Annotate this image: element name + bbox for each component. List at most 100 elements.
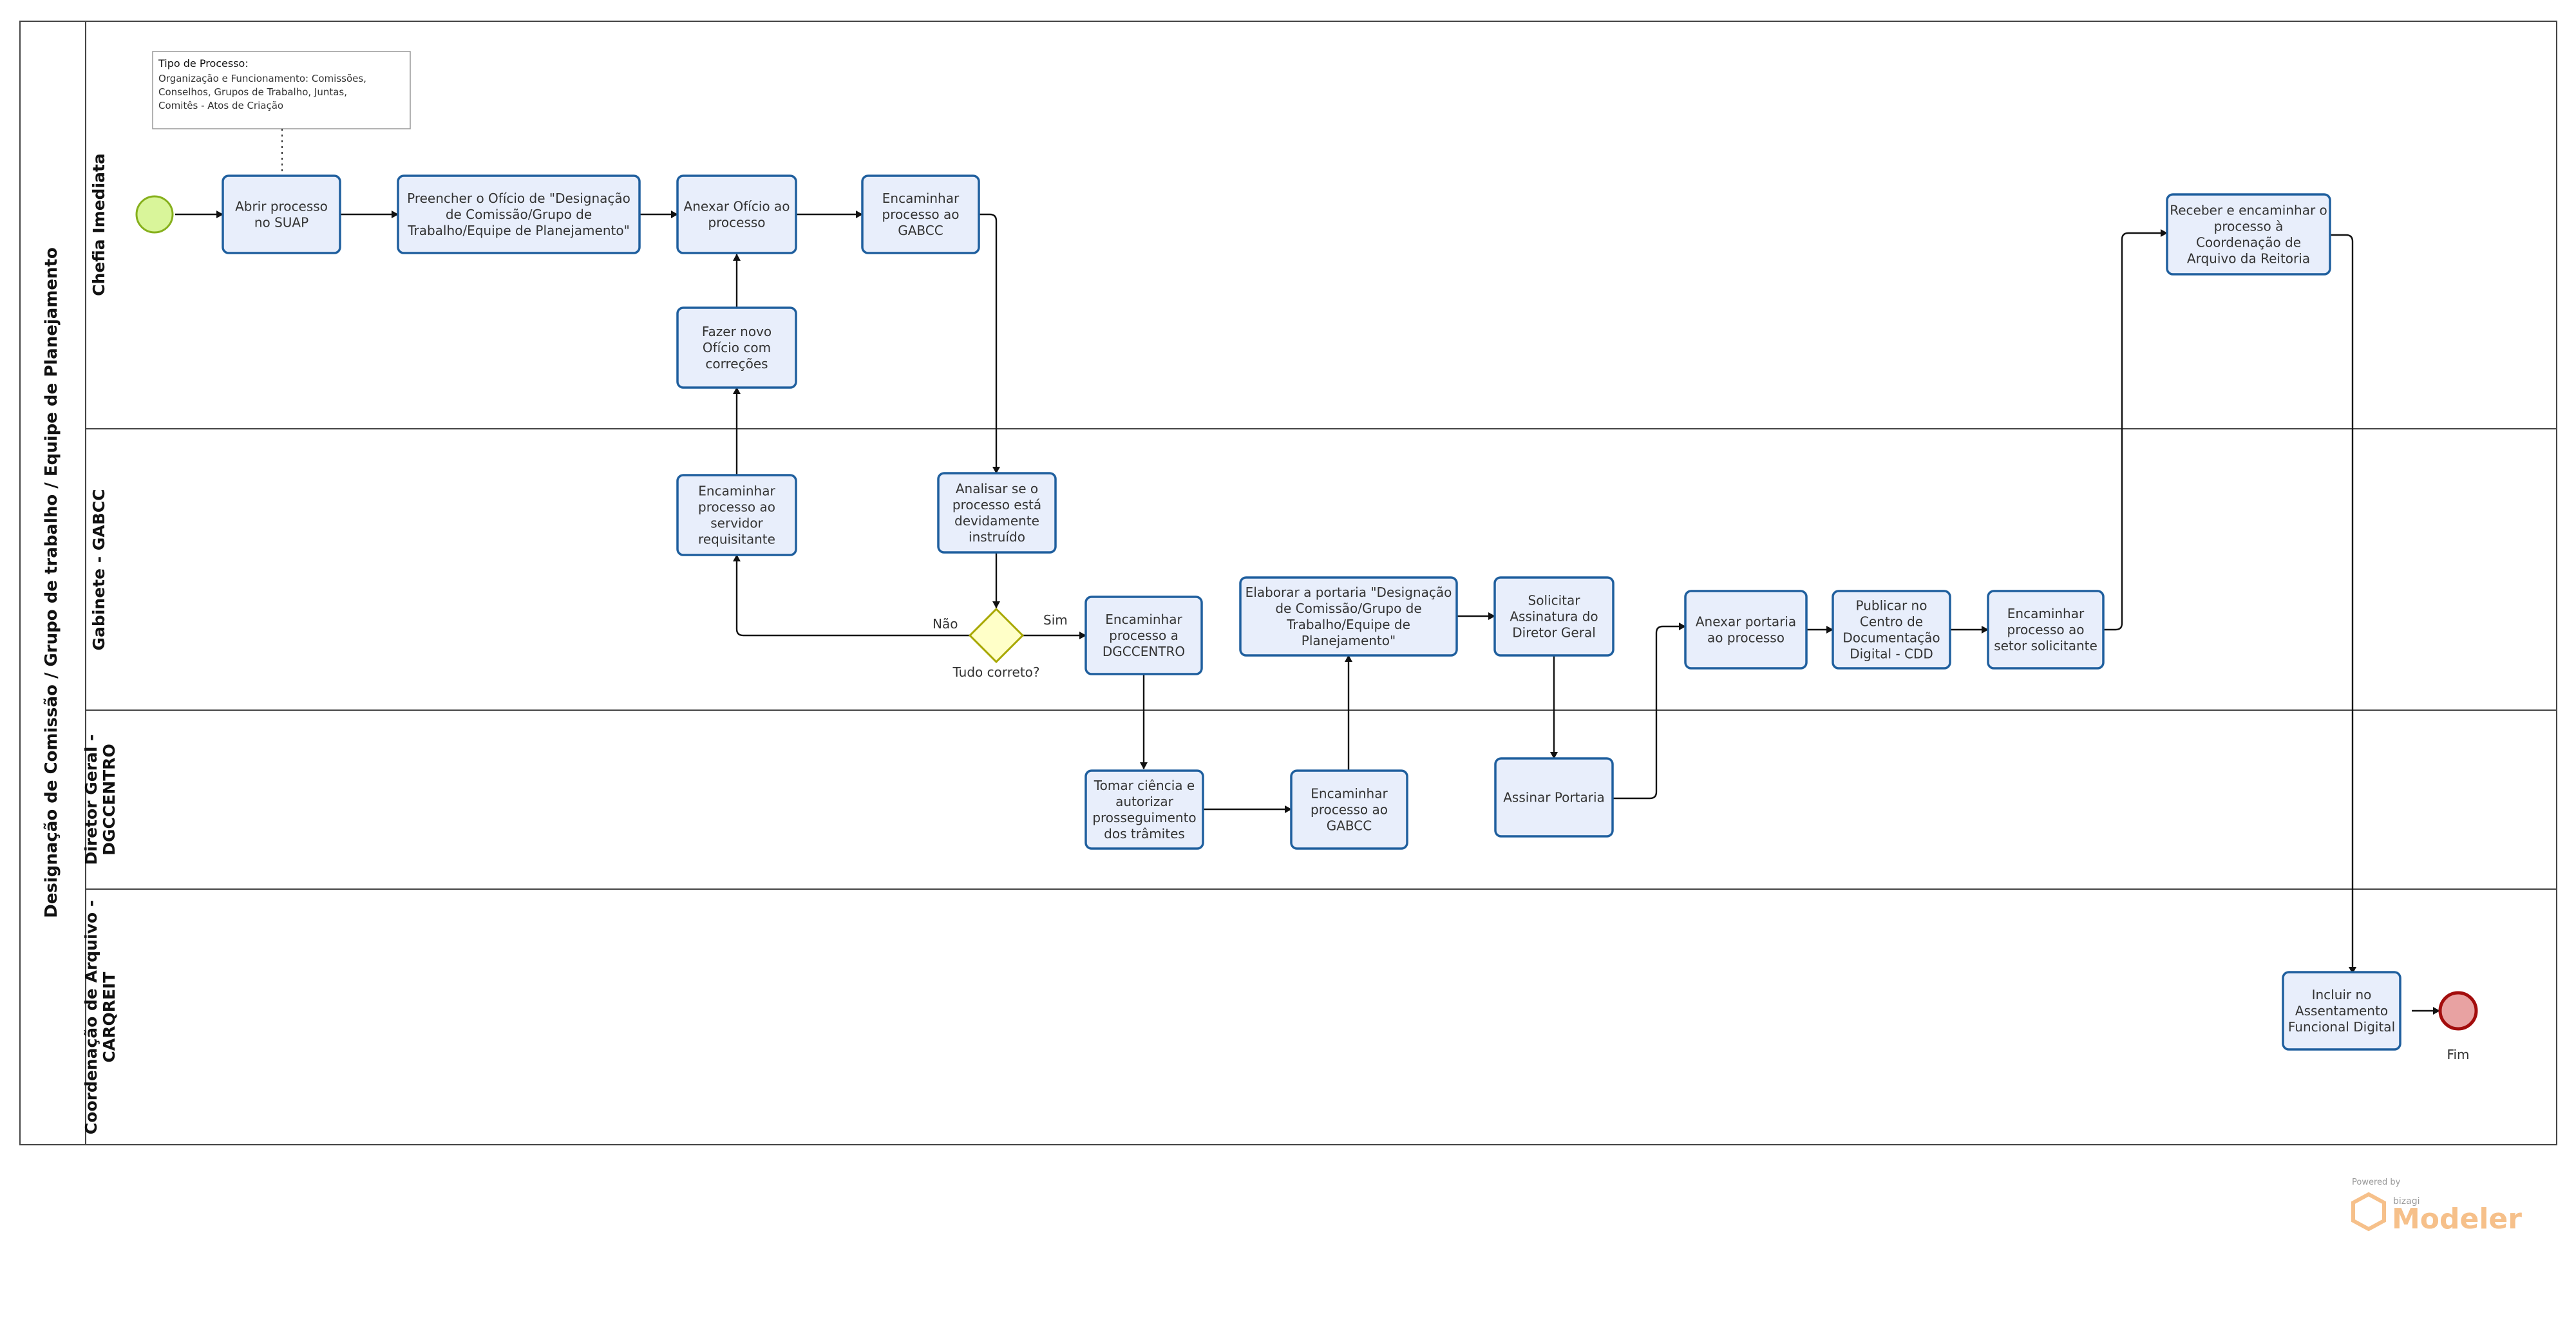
task-label: Digital - CDD: [1850, 646, 1933, 662]
gateway-label: Tudo correto?: [952, 664, 1039, 680]
task-box: [1684, 590, 1808, 670]
task-label: devidamente: [954, 513, 1039, 529]
lane-label-text: DGCCENTRO: [100, 744, 118, 856]
end-event[interactable]: Fim: [2438, 991, 2478, 1062]
lane-label-text: Coordenação de Arquivo -: [82, 900, 100, 1134]
task-label: Preencher o Ofício de "Designação: [407, 191, 630, 206]
task-box: [1084, 596, 1203, 675]
task-label: Centro de: [1860, 614, 1923, 630]
task-box: [1832, 590, 1951, 670]
task-label: correções: [705, 356, 768, 371]
task-box: [676, 174, 797, 254]
sequence-flows: [175, 211, 2440, 1015]
task-label: Abrir processo: [235, 199, 328, 214]
task-label: Documentação: [1842, 630, 1940, 646]
task-label: Fazer novo: [702, 324, 772, 339]
annotation-line: Organização e Funcionamento: Comissões,: [158, 73, 366, 84]
task-label: Publicar no: [1856, 598, 1927, 614]
lane-label-chefia: Chefia Imediata: [90, 153, 108, 296]
lane-label-text: Diretor Geral -: [82, 734, 100, 865]
annotation-line: Conselhos, Grupos de Trabalho, Juntas,: [158, 86, 347, 98]
task-label: de Comissão/Grupo de: [446, 207, 592, 222]
task-label: Trabalho/Equipe de: [1286, 617, 1410, 632]
task-label: Solicitar: [1528, 593, 1581, 608]
task-label: setor solicitante: [1994, 638, 2098, 653]
task-box: [397, 174, 641, 254]
lane-label-text: CARQREIT: [100, 972, 118, 1063]
task-t15[interactable]: Tomar ciência eautorizarprosseguimentodo…: [1084, 769, 1204, 850]
task-label: Trabalho/Equipe de Planejamento": [407, 223, 630, 238]
task-label: Planejamento": [1302, 633, 1396, 648]
flow-t14-to-t6: [2103, 229, 2168, 631]
task-label: Encaminhar: [1311, 786, 1388, 802]
bizagi-branding: Powered by bizagi Modeler: [2351, 1178, 2522, 1235]
gateway-yes-label: Sim: [1043, 612, 1068, 628]
task-label: GABCC: [1327, 818, 1372, 834]
task-label: Incluir no: [2312, 987, 2372, 1002]
task-label: GABCC: [898, 223, 943, 238]
task-label: Analisar se o: [956, 481, 1038, 496]
lane-label-gabcc: Gabinete - GABCC: [90, 489, 108, 651]
task-box: [676, 474, 797, 556]
task-label: Funcional Digital: [2288, 1019, 2395, 1035]
powered-by-text: Powered by: [2352, 1178, 2401, 1187]
start-event[interactable]: [135, 195, 174, 234]
task-label: processo ao: [2007, 622, 2085, 637]
task-label: Coordenação de: [2196, 235, 2301, 250]
flow-t4-to-t8: [979, 213, 1000, 474]
flow-gateway-no: [733, 554, 970, 637]
vendor-text: bizagi: [2393, 1196, 2420, 1207]
task-label: Encaminhar: [698, 484, 775, 499]
task-box: [2282, 971, 2401, 1051]
task-label: Tomar ciência e: [1094, 778, 1195, 793]
task-label: Assinatura do: [1510, 609, 1598, 625]
task-box: [676, 306, 797, 389]
task-label: Diretor Geral: [1512, 625, 1596, 641]
task-label: Anexar Ofício ao: [684, 199, 790, 214]
task-label: Encaminhar: [882, 191, 960, 206]
lane-label-dgc: Diretor Geral -DGCCENTRO: [82, 734, 118, 865]
task-box: [1084, 769, 1204, 850]
task-label: dos trâmites: [1104, 826, 1185, 841]
task-box: [2166, 193, 2331, 276]
task-box: [1494, 757, 1614, 838]
task-label: processo: [708, 215, 765, 230]
task-label: DGCCENTRO: [1103, 644, 1185, 659]
task-label: processo à: [2214, 219, 2284, 234]
task-label: no SUAP: [254, 215, 308, 230]
task-label: requisitante: [698, 532, 775, 547]
end-event-label: Fim: [2447, 1047, 2469, 1062]
pool-title: Designação de Comissão / Grupo de trabal…: [42, 247, 61, 918]
task-label: processo ao: [1311, 802, 1388, 818]
task-label: Encaminhar: [1105, 612, 1182, 627]
task-label: processo a: [1109, 628, 1179, 643]
task-t17[interactable]: Assinar Portaria: [1494, 757, 1614, 838]
bizagi-logo-icon: [2351, 1192, 2386, 1232]
task-box: [937, 472, 1057, 554]
annotation-line: Comitês - Atos de Criação: [158, 100, 283, 111]
task-label: de Comissão/Grupo de: [1275, 601, 1421, 616]
task-label: Assinar Portaria: [1503, 790, 1605, 805]
exclusive-gateway[interactable]: Tudo correto?: [952, 607, 1040, 680]
annotation-title: Tipo de Processo:: [158, 57, 249, 70]
task-label: Assentamento: [2295, 1003, 2388, 1019]
task-box: [1493, 576, 1615, 657]
text-annotation[interactable]: Tipo de Processo: Organização e Funciona…: [152, 51, 411, 129]
